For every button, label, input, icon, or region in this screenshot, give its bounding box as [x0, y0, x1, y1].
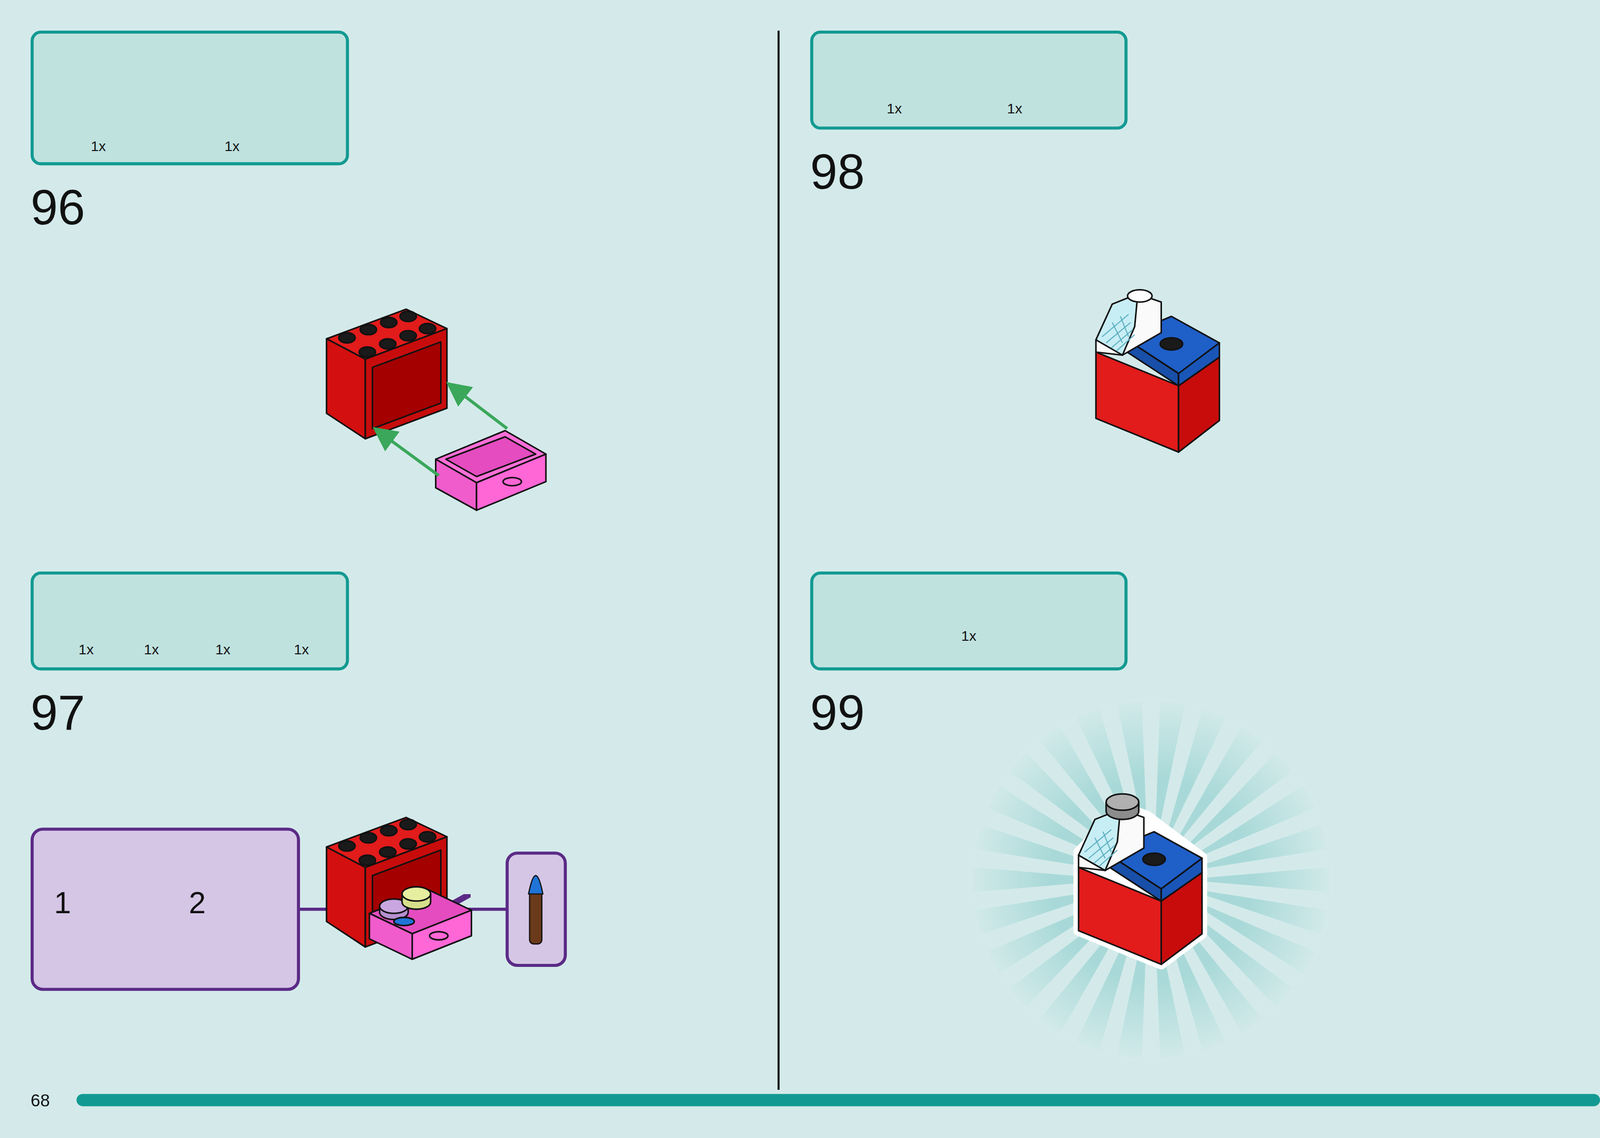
part-quantity: 1x — [90, 138, 106, 154]
substep-number: 1 — [54, 887, 72, 919]
part-quantity: 1x — [224, 138, 240, 154]
parts-list-box: 1x 1x — [30, 30, 350, 166]
part-quantity: 1x — [1006, 100, 1023, 115]
part-quantity: 1x — [143, 641, 160, 656]
part-quantity: 1x — [78, 641, 94, 656]
part-quantity: 1x — [294, 641, 310, 656]
substep-number: 2 — [188, 887, 206, 919]
step-number: 99 — [810, 688, 865, 739]
part-quantity: 1x — [886, 100, 902, 115]
part-quantity: 1x — [961, 628, 977, 643]
step-number: 98 — [810, 148, 865, 198]
step-number: 96 — [30, 183, 86, 233]
parts-list-box: 1x — [810, 571, 1128, 671]
step-number: 97 — [30, 688, 86, 739]
parts-list-box: 1x 1x — [810, 30, 1128, 130]
parts-list-box: 1x 1x 1x 1x — [30, 571, 350, 671]
part-quantity: 1x — [215, 641, 231, 656]
page-number: 68 — [30, 1091, 50, 1110]
substep-callout-box: 12 — [30, 827, 301, 991]
